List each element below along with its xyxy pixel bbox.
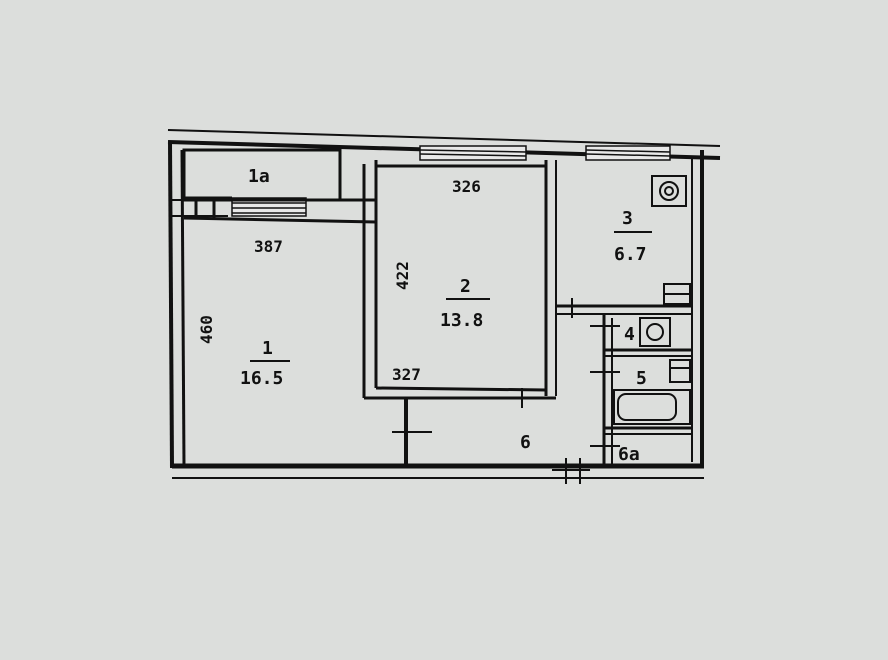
service-walls	[552, 298, 692, 484]
labels: 1a 1 16.5 2 13.8 3 6.7 4 5 6 6a 387 326 …	[197, 166, 647, 465]
window-room-3	[585, 145, 671, 161]
fraction-lines	[250, 231, 652, 362]
room-6a-label: 6a	[618, 444, 640, 465]
stove-icon	[651, 175, 687, 207]
window-room-1	[231, 197, 307, 217]
washbasin-icon	[639, 317, 671, 347]
window-room-2	[419, 145, 527, 161]
room-2-label: 2	[460, 276, 471, 297]
room-1a-label: 1a	[248, 166, 270, 187]
room-6-label: 6	[520, 432, 531, 453]
room-3-label: 3	[622, 208, 633, 229]
room-2-area: 13.8	[440, 310, 483, 331]
dim-room-2-top: 326	[452, 177, 481, 196]
room-2-walls	[362, 160, 557, 464]
room-1-area: 16.5	[240, 368, 283, 389]
room-3-area: 6.7	[614, 244, 647, 265]
room-1-label: 1	[262, 338, 273, 359]
dim-room-2-bottom: 327	[392, 365, 421, 384]
dim-room-1-width: 387	[254, 237, 283, 256]
room-4-label: 4	[624, 324, 635, 345]
dim-room-1-height: 460	[197, 315, 216, 344]
dim-room-2-height: 422	[393, 261, 412, 290]
toilet-icon	[669, 359, 691, 383]
sink-icon	[663, 283, 691, 305]
bathtub-icon	[613, 389, 691, 425]
room-5-label: 5	[636, 368, 647, 389]
